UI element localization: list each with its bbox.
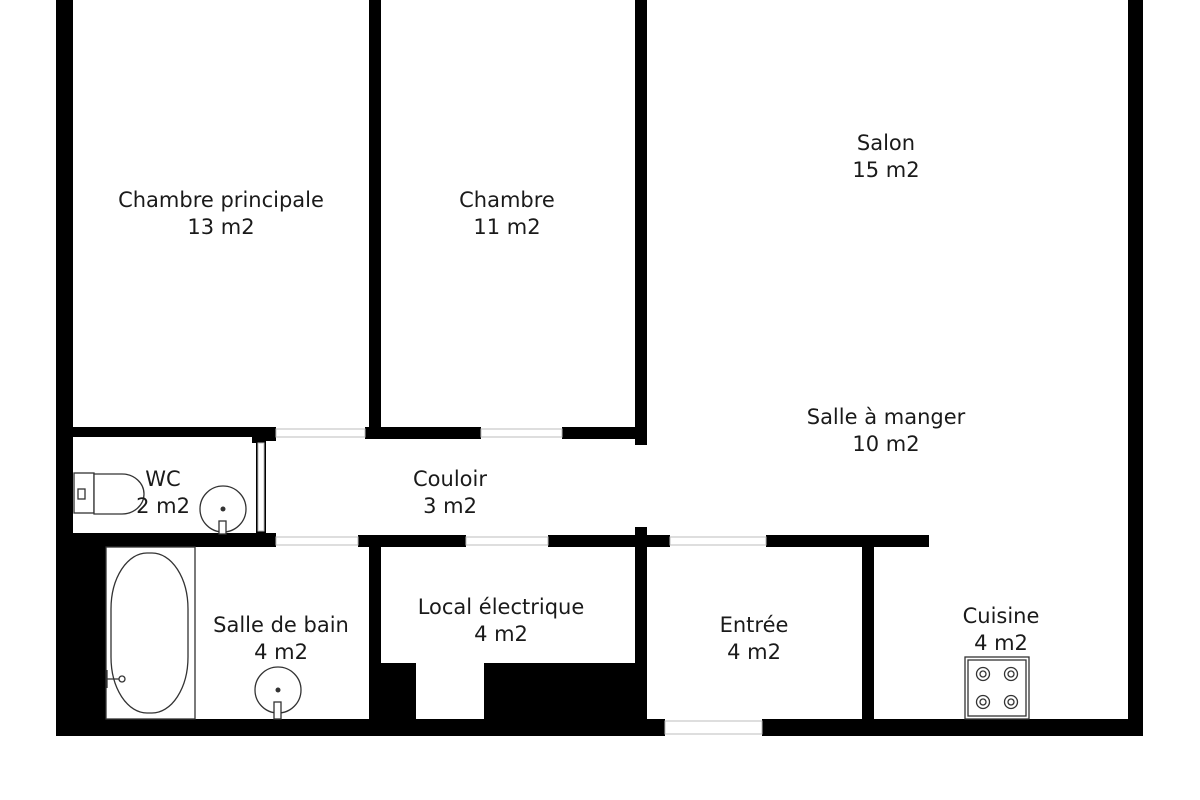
- wall-bedroom-salon: [635, 0, 647, 445]
- wall-corridor-top-1: [56, 427, 266, 437]
- room-label-salle-de-bain: Salle de bain 4 m2: [213, 612, 349, 666]
- bathtub-icon: [105, 546, 196, 720]
- room-name: Salle de bain: [213, 613, 349, 637]
- door-wc: [257, 442, 265, 532]
- room-area: 15 m2: [852, 158, 920, 182]
- room-name: WC: [145, 467, 181, 491]
- room-area: 10 m2: [852, 432, 920, 456]
- door-chambre-principale: [275, 428, 366, 438]
- toilet-icon: [73, 472, 145, 515]
- wall-bedroom-divider: [369, 0, 381, 436]
- shaft-local-right: [484, 663, 647, 736]
- room-name: Chambre: [459, 188, 555, 212]
- room-area: 4 m2: [254, 640, 308, 664]
- room-area: 3 m2: [423, 494, 477, 518]
- room-label-salle-a-manger: Salle à manger 10 m2: [807, 404, 966, 458]
- door-chambre: [480, 428, 563, 438]
- wc-sink-icon: [199, 485, 247, 535]
- room-label-chambre-principale: Chambre principale 13 m2: [118, 187, 324, 241]
- room-label-local-electrique: Local électrique 4 m2: [418, 594, 585, 648]
- wall-corridor-top-4: [562, 427, 647, 439]
- bath-sink-icon: [254, 666, 302, 720]
- wall-corridor-bottom-3: [766, 535, 929, 547]
- room-area: 11 m2: [473, 215, 541, 239]
- room-area: 13 m2: [187, 215, 255, 239]
- room-name: Salon: [856, 131, 916, 155]
- shaft-local-left: [369, 663, 416, 736]
- room-area: 4 m2: [474, 622, 528, 646]
- door-entree-inner: [669, 536, 767, 546]
- room-name: Cuisine: [962, 604, 1040, 628]
- door-openings: [257, 428, 767, 735]
- door-front: [664, 720, 763, 735]
- wall-wc-bottom: [56, 533, 276, 547]
- room-area: 4 m2: [974, 631, 1028, 655]
- room-name: Chambre principale: [118, 188, 324, 212]
- room-label-couloir: Couloir 3 m2: [413, 466, 487, 520]
- room-label-wc: WC 2 m2: [136, 466, 190, 520]
- room-label-chambre: Chambre 11 m2: [459, 187, 555, 241]
- walls: [56, 0, 1143, 736]
- wall-entree-cuisine: [862, 545, 874, 736]
- room-label-cuisine: Cuisine 4 m2: [963, 603, 1040, 657]
- room-name: Local électrique: [417, 595, 585, 619]
- door-salle-de-bain: [275, 536, 359, 546]
- room-name: Salle à manger: [806, 405, 966, 429]
- room-name: Couloir: [413, 467, 487, 491]
- wall-corridor-right: [635, 527, 647, 547]
- wall-corridor-top-3: [365, 427, 481, 439]
- outer-wall-bottom-right: [762, 719, 1143, 736]
- wall-corridor-bottom-2: [548, 535, 670, 547]
- room-label-salon: Salon 15 m2: [852, 130, 919, 184]
- wall-corridor-bottom-1: [358, 535, 466, 547]
- outer-wall-right: [1128, 0, 1143, 736]
- room-area: 4 m2: [727, 640, 781, 664]
- room-label-entree: Entrée 4 m2: [720, 612, 789, 666]
- shaft-bathroom-left: [56, 547, 106, 736]
- fixtures: [73, 472, 1030, 720]
- room-name: Entrée: [719, 613, 789, 637]
- wall-wc-right-upper: [252, 427, 266, 443]
- cooktop-icon: [964, 656, 1030, 720]
- room-area: 2 m2: [136, 494, 190, 518]
- door-local: [465, 536, 549, 546]
